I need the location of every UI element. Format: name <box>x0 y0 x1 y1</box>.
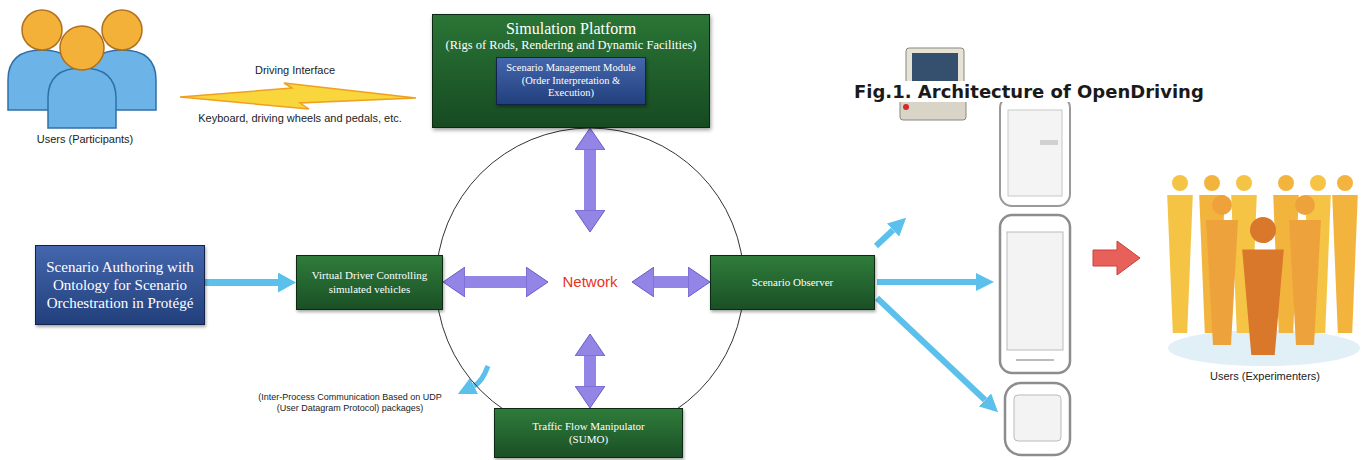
module-box: Scenario Management Module(Order Interpr… <box>496 57 646 105</box>
phone-icon <box>1000 215 1070 373</box>
group-label: Users (Participants) <box>15 133 155 146</box>
connector-arrow <box>654 276 688 288</box>
phone-icon <box>1000 96 1070 206</box>
connector-arrow <box>205 279 278 286</box>
node-title: Virtual Driver Controlling simulated veh… <box>305 269 434 295</box>
note-label: (Inter-Process Communication Based on UD… <box>250 392 450 414</box>
figure-caption: Fig.1. Architecture of OpenDriving <box>850 81 1208 102</box>
node-title: Simulation Platform <box>443 19 699 38</box>
node-title: Scenario Observer <box>752 276 834 289</box>
process-box: Traffic Flow Manipulator(SUMO) <box>494 408 683 458</box>
interface-label: Driving Interface <box>220 64 370 77</box>
node-title: Scenario Management Module <box>506 62 635 75</box>
node-subtitle: (Order Interpretation & Execution) <box>505 75 637 100</box>
node-subtitle: (SUMO) <box>569 433 608 446</box>
group-label: Users (Experimenters) <box>1195 370 1335 383</box>
lightning-bolt <box>180 83 416 109</box>
device-arrow <box>877 279 976 285</box>
participant-icon <box>48 26 116 128</box>
interface-label: Keyboard, driving wheels and pedals, etc… <box>180 112 420 125</box>
node-subtitle: (Rigs of Rods, Rendering and Dynamic Fac… <box>443 38 699 53</box>
tablet-icon <box>1005 383 1070 455</box>
experimenter-icon <box>1206 195 1238 345</box>
experimenter-icon <box>1242 217 1284 355</box>
process-box: Virtual Driver Controlling simulated veh… <box>296 255 443 310</box>
authoring-box: Scenario Authoring with Ontology for Sce… <box>35 245 205 325</box>
experimenter-icon <box>1289 195 1321 345</box>
connector-arrow <box>584 150 596 210</box>
node-title: Network <box>562 273 617 291</box>
node-title: Traffic Flow Manipulator <box>532 420 644 433</box>
connector-arrow <box>465 276 526 288</box>
experimenter-icon <box>1167 175 1193 333</box>
udp-arrow <box>474 366 488 386</box>
platform-box: Simulation Platform(Rigs of Rods, Render… <box>432 14 710 128</box>
device-arrow <box>876 230 893 246</box>
process-box: Scenario Observer <box>710 255 875 310</box>
device-arrow <box>877 298 985 400</box>
connector-arrow <box>584 356 596 386</box>
network-circle: Network <box>435 127 745 437</box>
experimenter-icon <box>1332 175 1358 333</box>
node-title: Scenario Authoring with Ontology for Sce… <box>44 258 196 312</box>
red-arrow <box>1093 241 1140 275</box>
